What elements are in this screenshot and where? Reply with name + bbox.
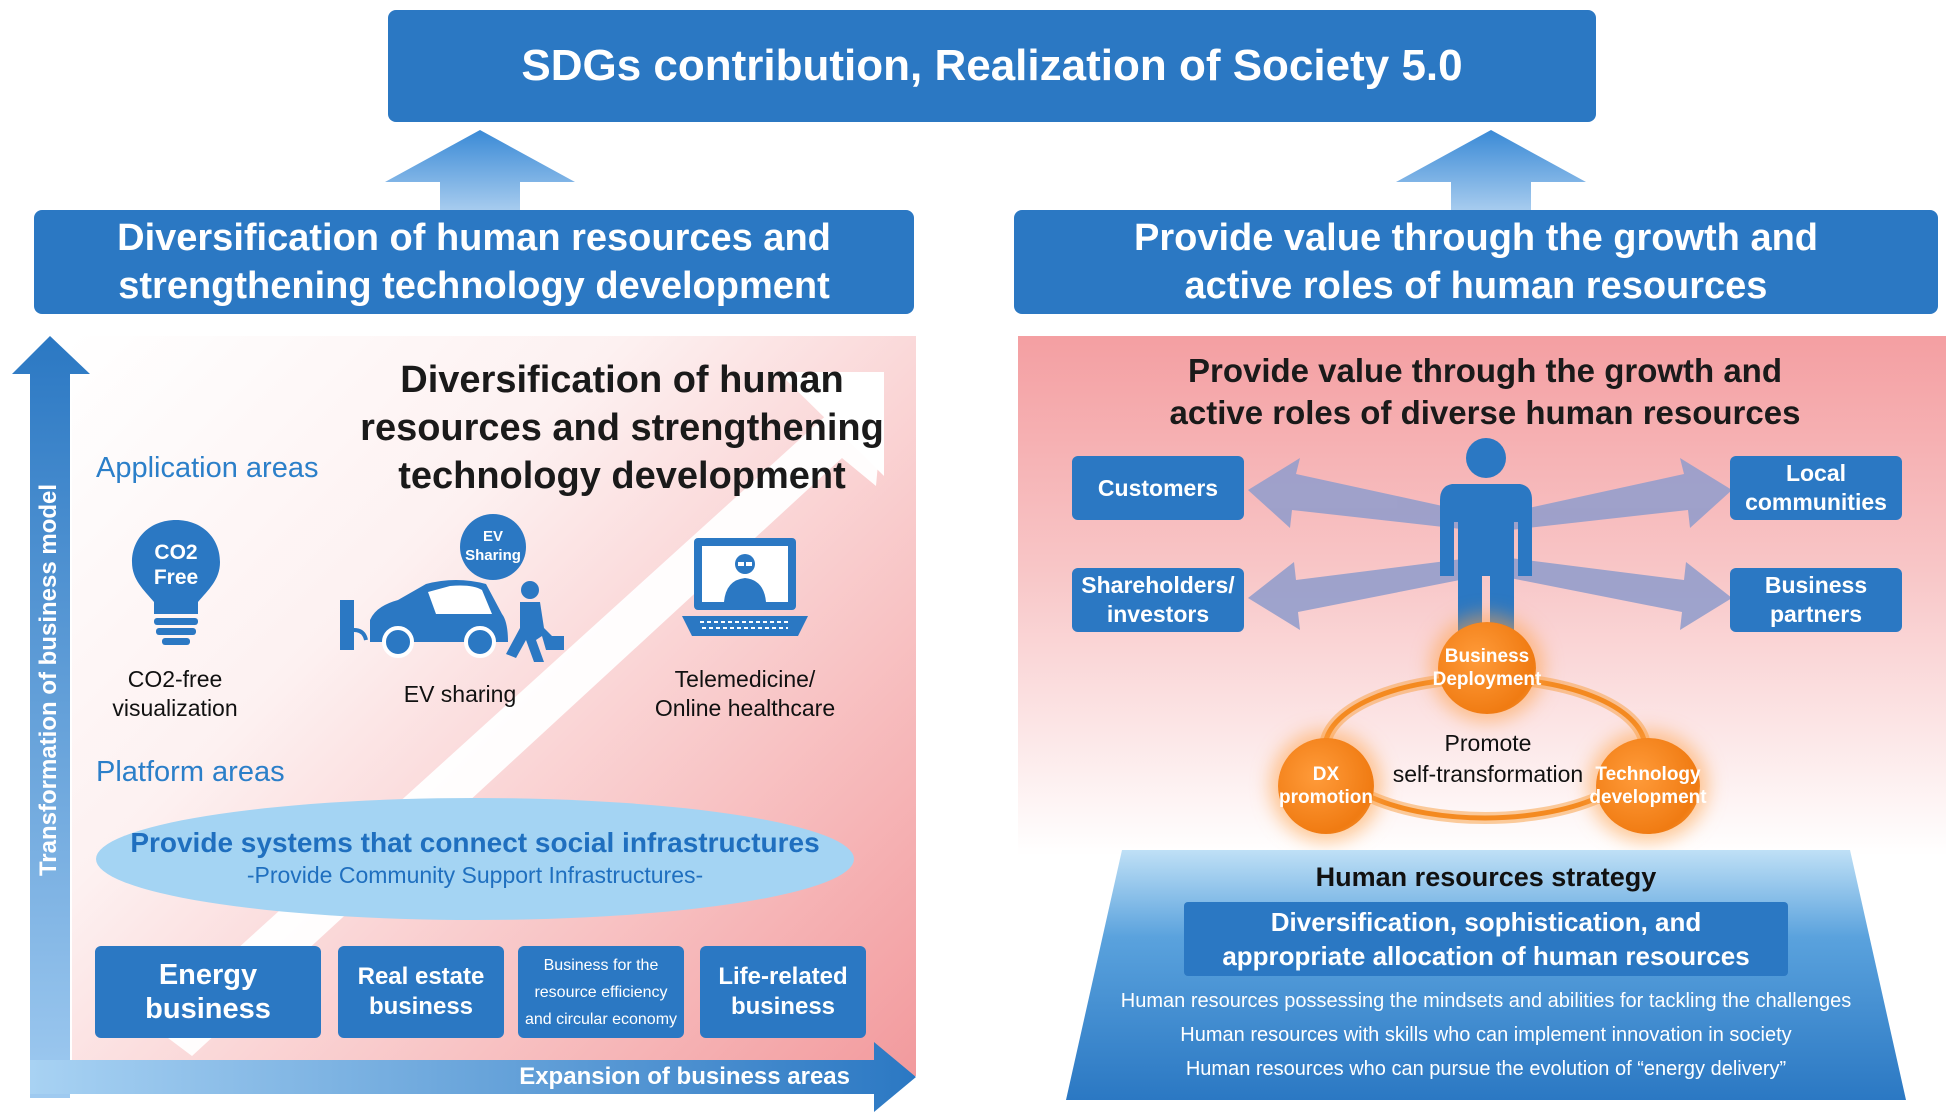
energy-business-line2: business (145, 993, 271, 1025)
x-axis-arrow-icon (30, 1042, 916, 1112)
telemedicine-caption: Telemedicine/ Online healthcare (626, 665, 864, 723)
hr-strategy-box: Diversification, sophistication, and app… (1184, 902, 1788, 976)
customers-label: Customers (1097, 474, 1219, 501)
platform-main-text: Provide systems that connect social infr… (130, 827, 820, 858)
energy-business-box: Energy business (95, 946, 321, 1038)
hr-line-2: Human resources with skills who can impl… (1180, 1024, 1792, 1046)
right-subtitle: Provide value through the growth and act… (1070, 350, 1900, 434)
business-deployment-line1: Business (1444, 646, 1530, 667)
ev-sharing-badge-icon (460, 514, 526, 580)
business-deployment-circle: Business Deployment (1433, 622, 1541, 714)
local-communities-line1: Local (1785, 460, 1847, 486)
ev-badge-line2: Sharing (465, 547, 521, 564)
business-partners-box: Business partners (1730, 568, 1902, 632)
promote-text: Promote self-transformation (1370, 728, 1606, 790)
left-diagram-title-line1: Diversification of human (400, 359, 844, 401)
ev-caption: EV sharing (403, 681, 517, 707)
y-axis-label-text: Transformation of business model (35, 483, 62, 877)
person-icon (1440, 438, 1532, 632)
right-subtitle-line2: active roles of diverse human resources (1169, 394, 1801, 431)
real-estate-business-line1: Real estate (357, 963, 485, 990)
life-related-business-box: Life-related business (700, 946, 866, 1038)
platform-text: Provide systems that connect social infr… (96, 826, 854, 890)
tele-caption-line1: Telemedicine/ (674, 666, 816, 692)
circular-business-line2: resource efficiency (534, 983, 668, 1001)
co2-caption: CO2-free visualization (80, 665, 270, 723)
y-axis-arrow-icon (12, 336, 90, 1098)
top-banner-title: SDGs contribution, Realization of Societ… (521, 41, 1463, 90)
hr-line-3: Human resources who can pursue the evolu… (1185, 1058, 1787, 1080)
promote-line1: Promote (1444, 730, 1532, 756)
shareholders-line2: investors (1106, 601, 1210, 627)
up-arrow-left-icon (385, 130, 575, 212)
ev-sharing-badge-text: EV Sharing (458, 527, 528, 565)
platform-areas-label: Platform areas (96, 756, 285, 788)
right-header-line1: Provide value through the growth and (1133, 217, 1819, 259)
hr-box-line1: Diversification, sophistication, and (1270, 907, 1702, 937)
left-header-line2: strengthening technology development (118, 265, 830, 307)
tele-caption-line2: Online healthcare (654, 695, 836, 721)
shareholders-box: Shareholders/ investors (1072, 568, 1244, 632)
platform-sub-text: -Provide Community Support Infrastructur… (246, 862, 704, 888)
left-diagram-title-line3: technology development (398, 455, 846, 497)
x-axis-label: Expansion of business areas (440, 1063, 850, 1091)
walking-person-icon (506, 581, 564, 662)
technology-development-line2: development (1589, 787, 1707, 808)
business-partners-line2: partners (1769, 601, 1863, 627)
left-diagram-title-line2: resources and strengthening (360, 407, 884, 449)
right-subtitle-line1: Provide value through the growth and (1187, 352, 1783, 389)
ev-car-icon (340, 580, 508, 658)
life-related-business-line1: Life-related (718, 963, 848, 990)
co2-caption-line2: visualization (112, 695, 238, 721)
promote-line2: self-transformation (1392, 761, 1584, 787)
dx-promotion-line2: promotion (1279, 787, 1373, 808)
left-header: Diversification of human resources and s… (34, 210, 914, 314)
left-diagram-title: Diversification of human resources and s… (352, 356, 892, 500)
co2-caption-line1: CO2-free (127, 666, 223, 692)
circular-business-line1: Business for the (543, 956, 659, 974)
co2-bulb-icon (132, 520, 220, 645)
right-header-line2: active roles of human resources (1184, 265, 1768, 307)
x-axis-label-text: Expansion of business areas (519, 1063, 850, 1090)
technology-development-circle: Technology development (1589, 738, 1707, 834)
top-banner: SDGs contribution, Realization of Societ… (388, 10, 1596, 122)
diverging-arrows-icon (1248, 458, 1732, 630)
real-estate-business-box: Real estate business (338, 946, 504, 1038)
circular-economy-business-box: Business for the resource efficiency and… (518, 946, 684, 1038)
hr-box-line2: appropriate allocation of human resource… (1222, 941, 1750, 971)
energy-business-line1: Energy (158, 959, 258, 991)
dx-promotion-line1: DX (1312, 764, 1340, 785)
co2-bulb-line2: Free (153, 566, 199, 589)
co2-bulb-line1: CO2 (154, 541, 198, 564)
dx-promotion-circle: DX promotion (1278, 738, 1374, 834)
platform-ellipse (96, 798, 854, 920)
co2-bulb-text: CO2 Free (128, 540, 224, 590)
real-estate-business-line2: business (368, 993, 474, 1020)
circular-business-line3: and circular economy (524, 1010, 678, 1028)
hr-line-1: Human resources possessing the mindsets … (1120, 990, 1852, 1012)
ev-badge-line1: EV (482, 528, 503, 545)
technology-development-line1: Technology (1595, 764, 1701, 785)
application-areas-label: Application areas (96, 452, 319, 484)
life-related-business-line2: business (730, 993, 836, 1020)
left-header-line1: Diversification of human resources and (117, 217, 831, 259)
telemedicine-laptop-icon (682, 538, 808, 636)
right-header: Provide value through the growth and act… (1014, 210, 1938, 314)
business-deployment-line2: Deployment (1432, 669, 1542, 690)
hr-strategy-title: Human resources strategy (1315, 862, 1657, 892)
local-communities-line2: communities (1745, 489, 1887, 515)
customers-box: Customers (1072, 456, 1244, 520)
shareholders-line1: Shareholders/ (1081, 572, 1235, 598)
local-communities-box: Local communities (1730, 456, 1902, 520)
business-partners-line1: Business (1764, 572, 1868, 598)
up-arrow-right-icon (1396, 130, 1586, 212)
